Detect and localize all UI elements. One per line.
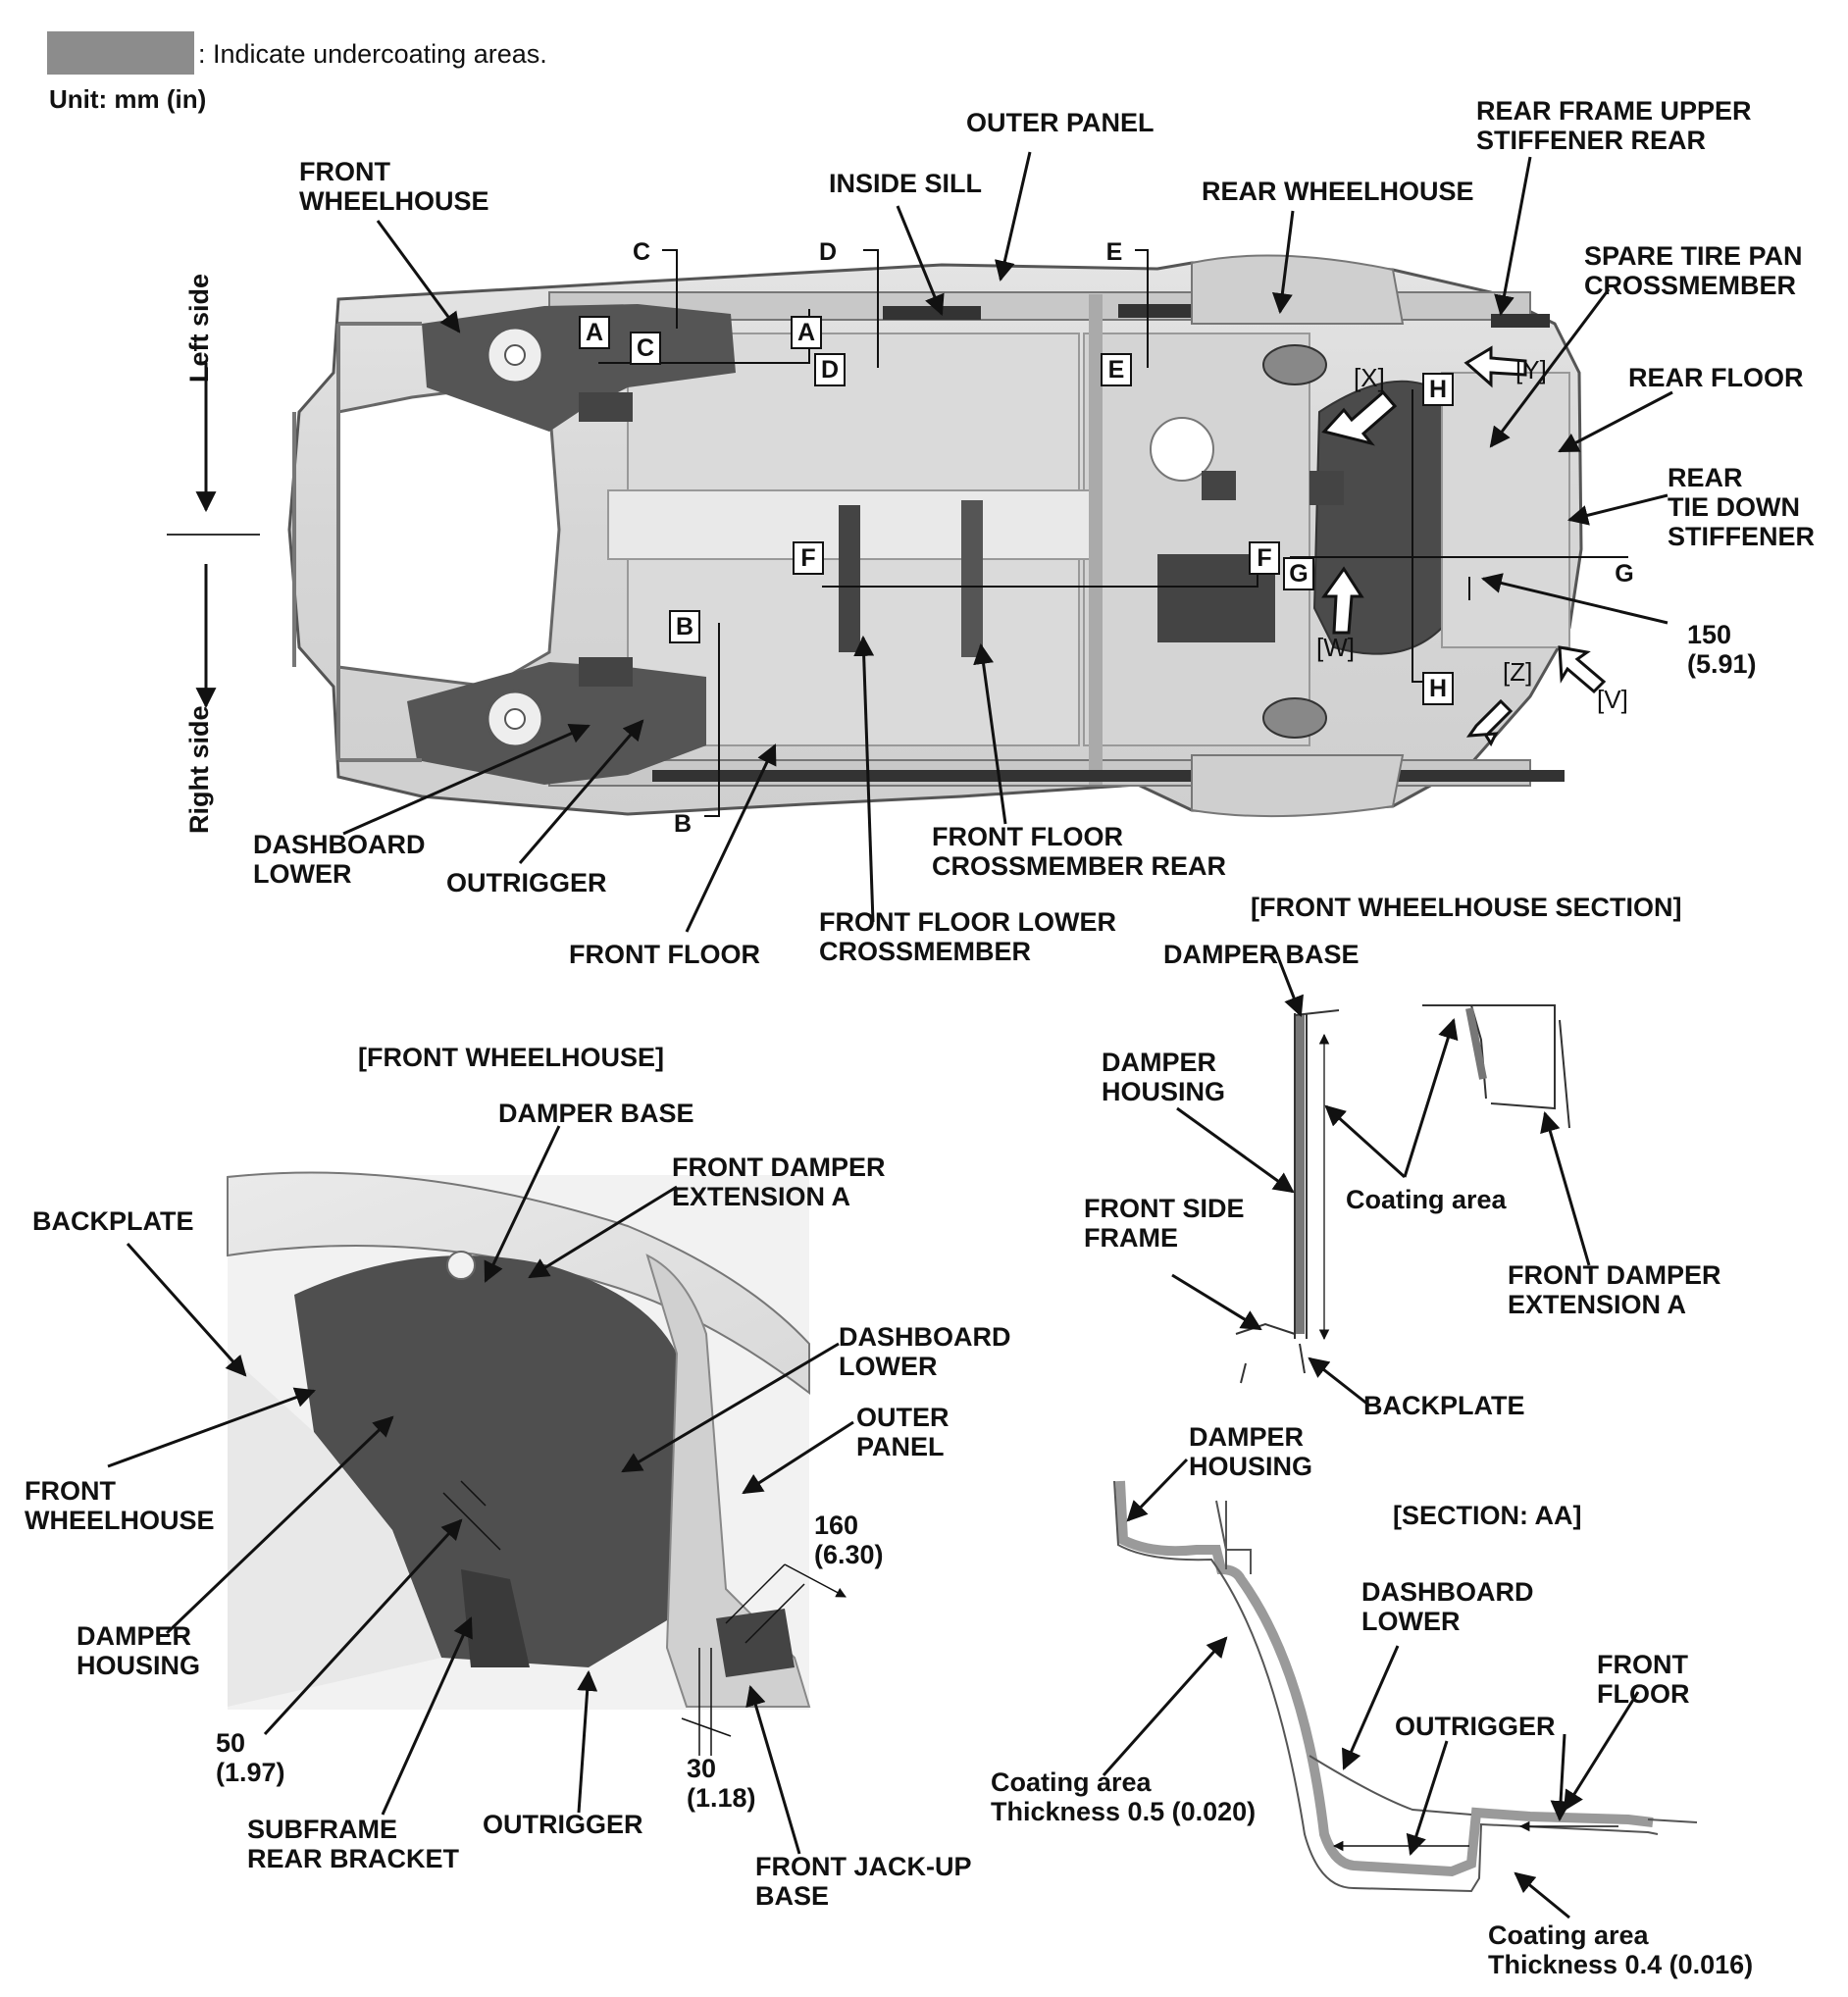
section-key-f-right: F: [1249, 541, 1280, 575]
aa-label-damper-housing: DAMPER HOUSING: [1189, 1422, 1313, 1481]
label-dim-150: 150 (5.91): [1687, 620, 1757, 679]
wheelhouse-dim-lines: [442, 1480, 847, 1756]
wh-label-damper-base: DAMPER BASE: [498, 1099, 694, 1128]
section-key-e: E: [1101, 353, 1132, 386]
ws-label-damper-base: DAMPER BASE: [1163, 940, 1360, 969]
view-key-w: [W]: [1316, 633, 1355, 662]
label-front-wheelhouse: FRONT WHEELHOUSE: [299, 157, 489, 216]
wheelhouse-section-leaders: [1171, 948, 1591, 1407]
label-rear-floor: REAR FLOOR: [1628, 363, 1804, 392]
label-rear-wheelhouse: REAR WHEELHOUSE: [1202, 177, 1474, 206]
ws-label-coating-area: Coating area: [1346, 1185, 1507, 1214]
section-key-e-top: E: [1105, 238, 1123, 266]
left-side-label: Left side: [184, 273, 214, 383]
wh-label-front-jackup: FRONT JACK-UP BASE: [755, 1852, 972, 1911]
section-key-g-right: G: [1615, 560, 1634, 588]
section-key-d-top: D: [818, 238, 838, 266]
section-key-g-left: G: [1283, 557, 1314, 590]
ws-label-damper-housing: DAMPER HOUSING: [1102, 1048, 1226, 1106]
wheelhouse-photo: [227, 1171, 811, 1710]
section-key-a-left: A: [579, 316, 610, 349]
view-key-x: [X]: [1354, 363, 1385, 392]
ws-label-front-side-frame: FRONT SIDE FRAME: [1084, 1194, 1245, 1253]
label-outrigger: OUTRIGGER: [446, 868, 607, 897]
aa-label-front-floor: FRONT FLOOR: [1597, 1650, 1690, 1709]
wh-label-dashboard-lower: DASHBOARD LOWER: [839, 1322, 1011, 1381]
unit-text: Unit: mm (in): [49, 84, 207, 114]
section-key-d: D: [814, 353, 846, 386]
section-aa-title: [SECTION: AA]: [1393, 1501, 1582, 1530]
leader-lines: [342, 151, 1673, 933]
section-aa-leaders: [1102, 1458, 1640, 1920]
ws-label-front-damper-ext: FRONT DAMPER EXTENSION A: [1508, 1260, 1721, 1319]
wheelhouse-leaders: [107, 1125, 854, 1855]
label-dashboard-lower: DASHBOARD LOWER: [253, 830, 426, 889]
label-outer-panel: OUTER PANEL: [966, 108, 1155, 137]
label-front-floor-lower-cm: FRONT FLOOR LOWER CROSSMEMBER: [819, 907, 1116, 966]
ws-label-backplate: BACKPLATE: [1363, 1391, 1525, 1420]
wh-label-dim-160: 160 (6.30): [814, 1511, 884, 1569]
view-key-v: [V]: [1597, 685, 1628, 714]
wheelhouse-view-title: [FRONT WHEELHOUSE]: [358, 1043, 664, 1072]
label-front-floor-cm-rear: FRONT FLOOR CROSSMEMBER REAR: [932, 822, 1227, 881]
aa-label-coating-05: Coating area Thickness 0.5 (0.020): [991, 1767, 1257, 1826]
wh-label-damper-housing: DAMPER HOUSING: [77, 1621, 201, 1680]
legend-swatch: [47, 31, 194, 75]
right-side-label: Right side: [184, 705, 214, 834]
aa-label-outrigger: OUTRIGGER: [1395, 1712, 1556, 1741]
view-key-z: [Z]: [1503, 657, 1533, 687]
section-key-a-right: A: [791, 316, 822, 349]
label-rear-tie-down: REAR TIE DOWN STIFFENER: [1668, 463, 1816, 551]
wh-label-outer-panel: OUTER PANEL: [856, 1403, 950, 1461]
label-inside-sill: INSIDE SILL: [829, 169, 983, 198]
wh-label-outrigger: OUTRIGGER: [483, 1810, 643, 1839]
wh-label-dim-50: 50 (1.97): [216, 1728, 285, 1787]
legend-text: : Indicate undercoating areas.: [198, 39, 547, 69]
section-aa-drawing: [1113, 1480, 1698, 1893]
aa-label-dashboard-lower: DASHBOARD LOWER: [1361, 1577, 1534, 1636]
section-key-b-bottom: B: [673, 810, 693, 838]
view-arrows: [1321, 345, 1607, 747]
wh-label-dim-30: 30 (1.18): [687, 1754, 756, 1813]
wh-label-subframe: SUBFRAME REAR BRACKET: [247, 1815, 459, 1873]
section-key-c: C: [630, 332, 661, 365]
wh-label-front-damper-ext: FRONT DAMPER EXTENSION A: [672, 1152, 886, 1211]
wh-label-backplate: BACKPLATE: [32, 1206, 194, 1236]
section-key-h-top: H: [1422, 373, 1454, 406]
underbody-drawing: [167, 254, 1583, 818]
section-key-c-top: C: [632, 238, 651, 266]
section-key-f-left: F: [793, 541, 824, 575]
label-spare-tire: SPARE TIRE PAN CROSSMEMBER: [1584, 241, 1803, 300]
section-key-h-bottom: H: [1422, 672, 1454, 705]
view-key-y: [Y]: [1515, 355, 1547, 384]
wheelhouse-section-drawing: [1235, 1004, 1570, 1384]
label-front-floor: FRONT FLOOR: [569, 940, 760, 969]
aa-label-coating-04: Coating area Thickness 0.4 (0.016): [1488, 1920, 1754, 1979]
label-rear-frame-upper: REAR FRAME UPPER STIFFENER REAR: [1476, 96, 1752, 155]
wheelhouse-section-title: [FRONT WHEELHOUSE SECTION]: [1251, 893, 1682, 922]
section-key-b-top: B: [669, 610, 700, 643]
wh-label-front-wheelhouse: FRONT WHEELHOUSE: [25, 1476, 215, 1535]
